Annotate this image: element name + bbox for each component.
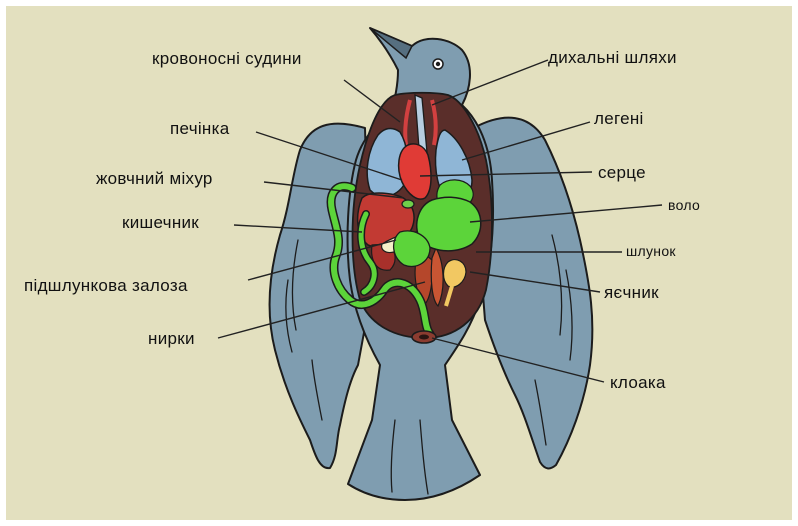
gallbladder	[402, 200, 414, 208]
label-stomach: шлунок	[626, 243, 676, 259]
label-blood-vessels: кровоносні судини	[152, 49, 302, 68]
label-crop: воло	[668, 197, 700, 213]
label-gallbladder: жовчний міхур	[96, 169, 213, 188]
label-intestine: кишечник	[122, 213, 199, 232]
label-lungs: легені	[594, 109, 644, 128]
label-cloaca: клоака	[610, 373, 666, 392]
label-liver: печінка	[170, 119, 230, 138]
label-heart: серце	[598, 163, 646, 182]
cloaca-opening	[419, 335, 429, 340]
label-airways: дихальні шляхи	[548, 48, 677, 67]
pupil	[436, 62, 440, 66]
label-ovary: яєчник	[604, 283, 659, 302]
label-pancreas: підшлункова залоза	[24, 276, 188, 295]
label-kidneys: нирки	[148, 329, 195, 348]
